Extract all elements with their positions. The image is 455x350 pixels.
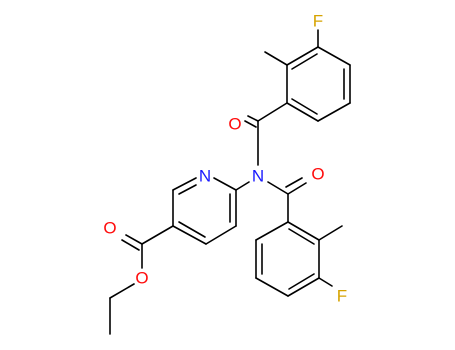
bond — [172, 225, 207, 245]
bond — [244, 120, 257, 128]
bond — [318, 277, 333, 287]
svg-text:F: F — [313, 12, 323, 31]
oxygen-ester-ether-label: O — [135, 269, 148, 288]
svg-text:N: N — [252, 167, 264, 186]
svg-text:F: F — [337, 287, 347, 306]
bond — [317, 102, 351, 122]
bond — [172, 177, 197, 191]
upper-carbonyl — [244, 115, 259, 166]
bond — [264, 51, 288, 66]
bond — [178, 184, 197, 195]
atom-labels: F O N O N O O F — [103, 12, 347, 306]
bond — [213, 177, 237, 191]
bond — [247, 115, 259, 122]
bond — [255, 221, 289, 241]
fluorine-lower-label: F — [337, 287, 347, 306]
oxygen-lower-carbonyl-label: O — [311, 165, 324, 184]
svg-text:N: N — [199, 167, 211, 186]
bond — [287, 221, 320, 241]
bond — [287, 277, 320, 297]
bond — [205, 225, 237, 245]
bond — [141, 225, 174, 245]
svg-text:O: O — [103, 219, 116, 238]
bond — [257, 102, 288, 122]
bond — [288, 273, 315, 290]
bond — [285, 177, 303, 188]
lower-aryl-ring — [255, 177, 343, 297]
upper-aryl-ring — [257, 29, 351, 122]
oxygen-ester-carbonyl-label: O — [103, 219, 116, 238]
pyridine-nitrogen-label: N — [199, 167, 211, 186]
bond — [287, 182, 307, 195]
bond — [255, 277, 289, 297]
bond — [286, 102, 319, 122]
fluorine-upper-label: F — [313, 12, 323, 31]
bond — [267, 181, 289, 195]
bond — [178, 221, 206, 238]
bond — [121, 239, 140, 251]
svg-text:O: O — [135, 269, 148, 288]
bond — [235, 181, 250, 191]
ethyl-ester — [109, 225, 174, 335]
pyridine-ring — [172, 177, 250, 245]
bond — [109, 283, 135, 299]
bond — [286, 46, 319, 66]
bond — [291, 98, 318, 115]
svg-text:O: O — [228, 115, 241, 134]
bond — [125, 234, 143, 245]
bond — [288, 228, 315, 245]
bond — [291, 53, 318, 70]
svg-text:O: O — [311, 165, 324, 184]
bond — [318, 225, 343, 241]
amide-nitrogen-label: N — [252, 167, 264, 186]
bond — [317, 46, 351, 66]
oxygen-upper-carbonyl-label: O — [228, 115, 241, 134]
